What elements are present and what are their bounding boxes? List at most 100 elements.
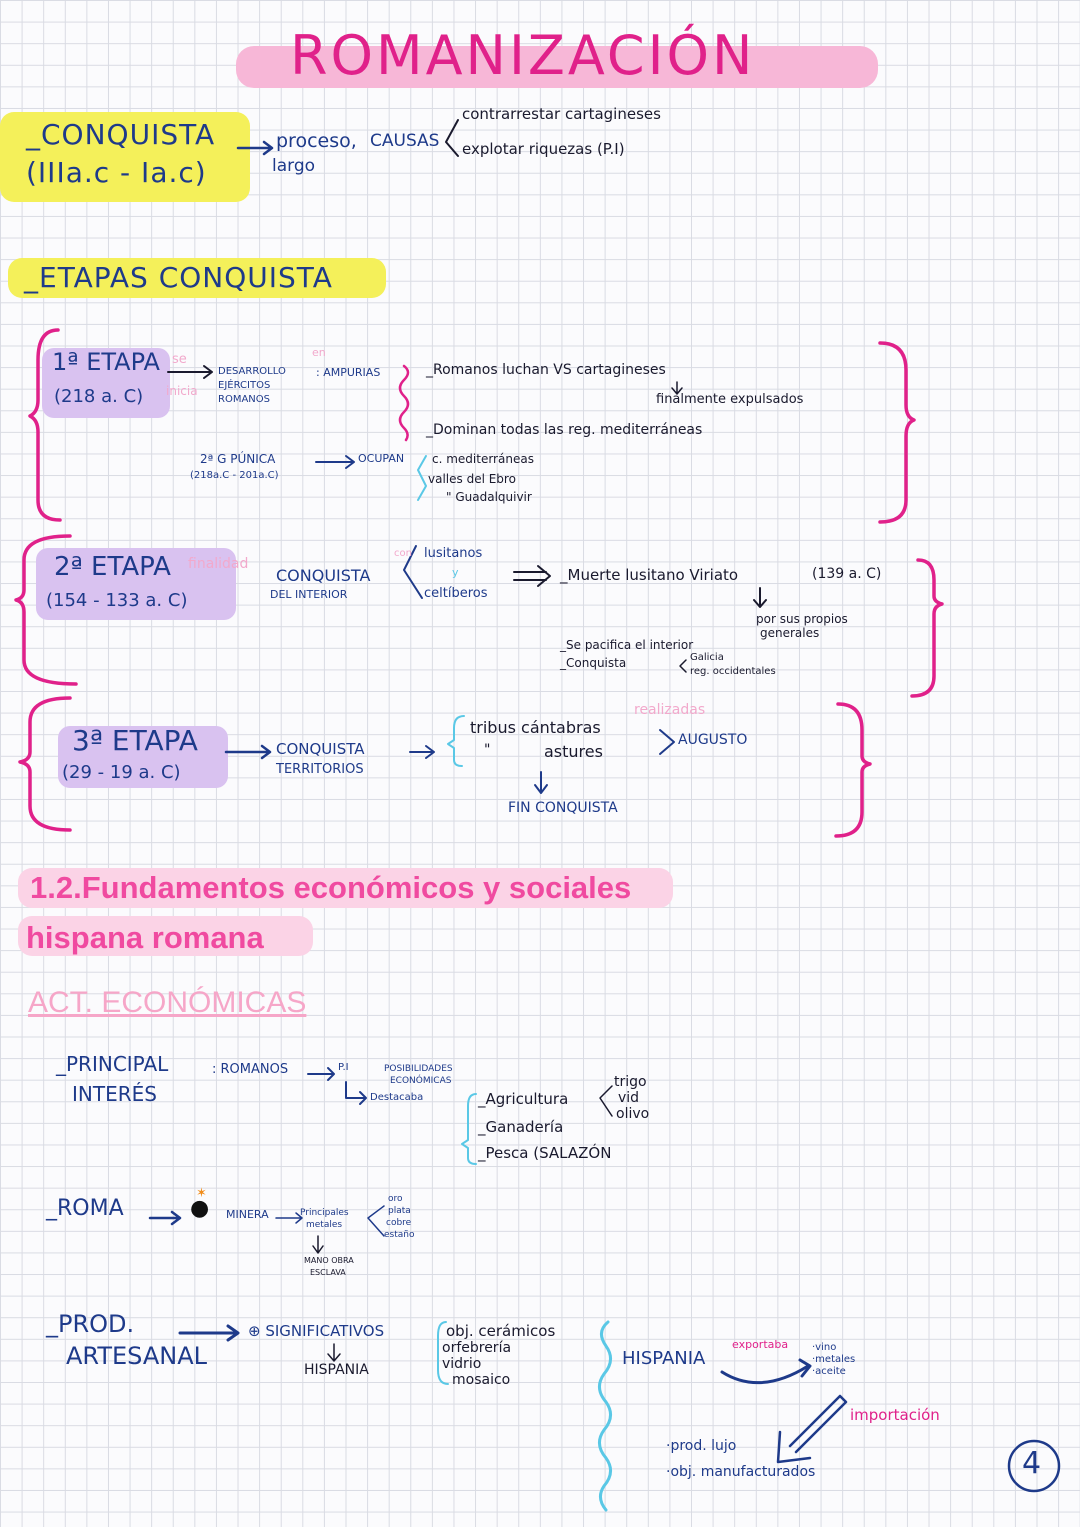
etapa2-highlight (36, 548, 236, 620)
etapa2-por: por sus propios (756, 612, 848, 626)
metal-estano: estaño (384, 1230, 415, 1240)
etapa3-title: 3ª ETAPA (72, 724, 198, 757)
etapa3-dates: (29 - 19 a. C) (62, 762, 181, 783)
etapa2-muerte-date: (139 a. C) (812, 566, 882, 582)
metal-oro: oro (388, 1194, 403, 1204)
etapa3-fin: FIN CONQUISTA (508, 800, 618, 816)
etapa2-title: 2ª ETAPA (54, 552, 171, 582)
etapa1-se: se (172, 352, 187, 367)
page-title: ROMANIZACIÓN (290, 24, 756, 87)
obj-ceramicos: obj. cerámicos (446, 1322, 556, 1340)
agri-olivo: olivo (616, 1106, 650, 1122)
etapa3-conquista: CONQUISTA (276, 740, 365, 758)
etapa1-title: 1ª ETAPA (52, 348, 160, 376)
principal-economicas: ECONÓMICAS (390, 1076, 452, 1086)
etapa2-occidentales: reg. occidentales (690, 666, 776, 677)
ocupan-1: c. mediterráneas (432, 452, 534, 466)
agri-trigo: trigo (614, 1074, 647, 1090)
section-title-line2: hispana romana (26, 920, 264, 955)
mano-obra: MANO OBRA (304, 1256, 354, 1265)
mano-esclava: ESCLAVA (310, 1268, 346, 1277)
act-economicas-heading: ACT. ECONÓMICAS (28, 986, 307, 1019)
etapa1-ejercitos: EJÉRCITOS (218, 380, 271, 391)
roma-label: _ROMA (46, 1196, 124, 1221)
ganaderia: _Ganadería (478, 1118, 564, 1136)
etapa2-dates: (154 - 133 a. C) (46, 590, 188, 611)
punica-dates: (218a.C - 201a.C) (190, 470, 279, 481)
ocupan-2: valles del Ebro (428, 472, 516, 486)
etapa2-finalidad: finalidad (188, 556, 249, 572)
agricultura: _Agricultura (478, 1090, 569, 1108)
prod-label-2: ARTESANAL (66, 1342, 208, 1370)
prod-hispania: HISPANIA (304, 1362, 369, 1378)
conquista-causas: CAUSAS (370, 131, 440, 151)
principal-romanos: : ROMANOS (212, 1062, 289, 1077)
prod-significativos: ⊕ SIGNIFICATIVOS (248, 1322, 385, 1340)
spark-icon: ✶ (196, 1186, 207, 1201)
etapas-heading: _ETAPAS CONQUISTA (24, 261, 333, 294)
etapa1-point2: _Dominan todas las reg. mediterráneas (426, 422, 703, 438)
etapa2-con: con (394, 548, 412, 559)
principal-destacaba: Destacaba (370, 1092, 424, 1103)
ocupan-label: OCUPAN (358, 452, 405, 465)
metal-cobre: cobre (386, 1218, 412, 1228)
conquista-proceso: proceso, (276, 130, 357, 152)
roma-minera: MINERA (226, 1208, 269, 1221)
etapa1-point1: _Romanos luchan VS cartagineses (426, 362, 666, 378)
etapa1-dates: (218 a. C) (54, 386, 144, 407)
import-lujo: ·prod. lujo (666, 1438, 737, 1454)
cause-1: contrarrestar cartagineses (462, 105, 661, 123)
agri-vid: vid (618, 1090, 640, 1106)
etapa3-augusto: AUGUSTO (678, 732, 748, 748)
obj-mosaico: mosaico (452, 1372, 511, 1388)
etapa2-lusitanos: lusitanos (424, 546, 483, 561)
section-highlight-1 (18, 868, 673, 908)
principal-label-2: INTERÉS (72, 1082, 157, 1106)
export-metales: ·metales (812, 1354, 856, 1365)
roma-principales: Principales (300, 1208, 349, 1218)
etapa1-romanos: ROMANOS (218, 394, 270, 405)
hispania-label: HISPANIA (622, 1348, 706, 1369)
etapa2-conquista: CONQUISTA (276, 566, 371, 585)
etapa3-ditto: " (484, 742, 491, 758)
principal-posibilidades: POSIBILIDADES (384, 1064, 453, 1074)
etapa2-interior: DEL INTERIOR (270, 588, 348, 601)
cause-2: explotar riquezas (P.I) (462, 140, 625, 158)
etapa3-territorios: TERRITORIOS (276, 762, 364, 777)
etapa2-galicia: Galicia (690, 652, 724, 663)
etapa2-celtiberos: celtíberos (424, 586, 488, 601)
principal-label-1: _PRINCIPAL (56, 1052, 169, 1076)
conquista-highlight (0, 112, 250, 202)
etapa1-en: en (312, 346, 326, 359)
etapa2-muerte: _Muerte lusitano Viriato (560, 566, 739, 584)
obj-vidrio: vidrio (442, 1356, 482, 1372)
etapa2-generales: generales (760, 626, 820, 640)
section-highlight-2 (18, 916, 313, 956)
obj-orfebreria: orfebrería (442, 1340, 512, 1356)
conquista-largo: largo (272, 156, 316, 176)
prod-label-1: _PROD. (46, 1310, 135, 1338)
exportaba-label: exportaba (732, 1338, 789, 1351)
etapa3-tribus: tribus cántabras (470, 718, 601, 737)
etapa3-astures: astures (544, 742, 603, 761)
punica-label: 2ª G PÚNICA (200, 452, 276, 466)
ocupan-3: " Guadalquivir (446, 490, 532, 504)
etapa1-inicia: inicia (166, 384, 198, 398)
etapa1-ampurias: : AMPURIAS (316, 366, 381, 379)
etapa3-realizadas: realizadas (634, 702, 706, 718)
etapa1-point1b: finalmente expulsados (656, 392, 804, 407)
etapa1-highlight (42, 348, 170, 418)
importacion-label: importación (850, 1406, 940, 1424)
etapa1-desarrollo: DESARROLLO (218, 366, 286, 377)
roma-metales: metales (306, 1220, 343, 1230)
title-highlight (236, 46, 878, 88)
conquista-label: _CONQUISTA (26, 118, 216, 151)
etapa2-conquista2: _Conquista (560, 656, 627, 670)
import-manufacturados: ·obj. manufacturados (666, 1464, 816, 1480)
metal-plata: plata (388, 1206, 411, 1216)
export-aceite: ·aceite (812, 1366, 846, 1377)
principal-pi: P.I (338, 1062, 349, 1073)
etapa3-highlight (58, 726, 228, 788)
etapa2-y: y (452, 566, 459, 579)
